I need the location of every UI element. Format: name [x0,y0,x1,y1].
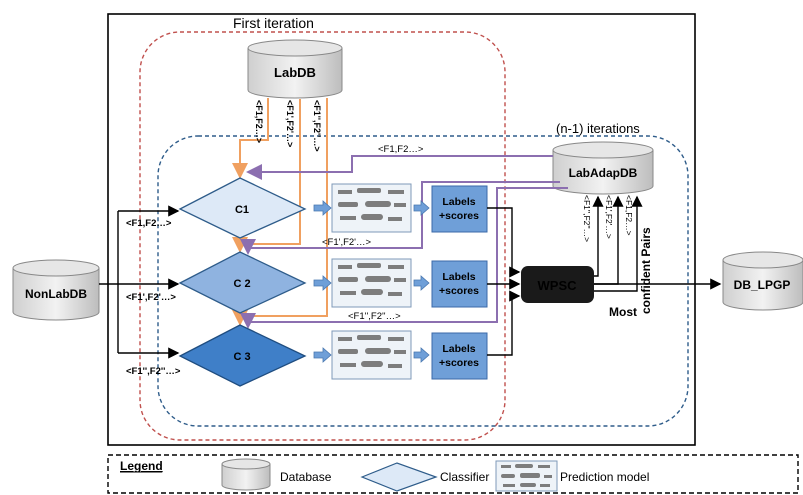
prediction-model-3 [331,330,412,380]
labdb-label: LabDB [274,65,316,80]
adap-to-c2-label: <F1',F2'…> [322,237,371,248]
wpsc-box: WPSC [521,266,594,303]
classifier-c3: C 3 [178,324,307,387]
first-iteration-box [139,31,506,441]
labadapdb-feature-arrows [240,155,568,329]
classifier-c3-label: C 3 [233,351,250,363]
labels-scores-3: Labels+scores [431,332,488,380]
labdb-to-c3-label: <F1'',F2''…> [312,100,322,152]
input-connectors [99,205,180,359]
confident-pairs-label: confident Pairs [639,227,653,314]
most-label: Most [609,305,637,319]
legend-prediction-model-icon [495,460,558,492]
adap-to-c3-label: <F1'',F2''…> [348,311,401,322]
legend-classifier-icon [360,462,438,492]
labels-scores-1: Labels+scores [431,185,488,233]
labdb-to-c2-label: <F1',F2'…> [285,100,295,147]
classifier-to-model-arrows [313,200,332,363]
labels-scores-3-text: Labels+scores [439,343,479,369]
n1-iterations-label: (n-1) iterations [556,121,640,136]
wpsc-to-adap-label-3: <F1,F2…> [624,195,634,236]
labels-scores-2: Labels+scores [431,260,488,308]
n1-iterations-box [157,135,689,427]
wpsc-label: WPSC [538,278,578,293]
main-frame [107,13,696,446]
labadapdb-label: LabAdapDB [569,166,638,180]
wpsc-to-adap-label-2: <F1',F2'…> [604,195,614,239]
labels-scores-1-text: Labels+scores [439,196,479,222]
nonlabdb-database: NonLabDB [12,259,100,321]
adap-to-c1-label: <F1,F2…> [378,144,424,155]
labels-scores-2-text: Labels+scores [439,271,479,297]
legend-prediction-model-label: Prediction model [560,470,649,484]
input-c3-label: <F1'',F2''…> [126,366,181,377]
input-c2-label: <F1',F2'…> [126,292,176,303]
first-iteration-label: First iteration [233,15,314,31]
prediction-model-2 [331,258,412,308]
legend-database-icon [221,458,271,491]
input-c1-label: <F1,F2…> [126,218,172,229]
classifier-c1: C1 [178,177,307,239]
wpsc-to-adap-label-1: <F1'',F2''…> [582,195,592,242]
classifier-c1-label: C1 [235,204,249,216]
classifier-c2: C 2 [178,251,307,314]
legend-box [107,454,799,494]
labadapdb-database: LabAdapDB [552,141,654,195]
db-lpgp-label: DB_LPGP [734,278,791,292]
nonlabdb-label: NonLabDB [25,287,87,301]
labels-to-wpsc-connectors [487,207,521,356]
db-lpgp-database: DB_LPGP [722,251,803,311]
prediction-model-1 [331,183,412,233]
classifier-c2-label: C 2 [233,278,250,290]
legend-title: Legend [120,459,163,473]
legend-database-label: Database [280,470,332,484]
legend-classifier-label: Classifier [440,470,489,484]
labdb-database: LabDB [247,39,343,99]
model-to-labels-arrows [413,200,430,363]
labdb-to-c1-label: <F1,F2…> [254,100,264,143]
